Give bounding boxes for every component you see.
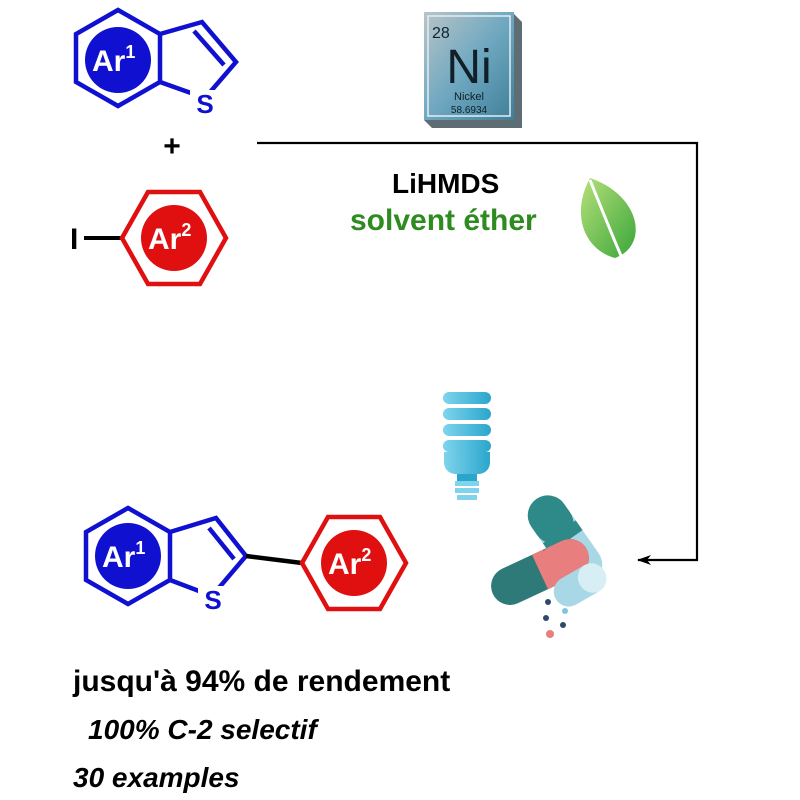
- product-ar1-label: Ar1: [102, 538, 145, 574]
- element-symbol: Ni: [446, 41, 491, 94]
- reagent-label: LiHMDS: [392, 168, 500, 199]
- examples-count-text: 30 examples: [73, 762, 240, 793]
- product-benzene-ring-ar2: [299, 514, 409, 612]
- nickel-element-tile: 28 Ni Nickel 58.6934: [424, 12, 522, 128]
- selectivity-text: 100% C-2 selectif: [88, 714, 317, 745]
- benzene-ring-ar2: [119, 189, 229, 287]
- product-sulfur-label: S: [204, 585, 221, 615]
- sulfur-label: S: [196, 89, 213, 119]
- ar2-circle: [141, 205, 207, 271]
- iodine-label: I: [70, 223, 78, 256]
- product-structure: Ar1 S Ar2: [83, 505, 409, 615]
- solvent-label: solvent éther: [350, 204, 537, 237]
- leaf-icon: [580, 178, 636, 259]
- atomic-mass: 58.6934: [451, 105, 488, 116]
- product-thiophene-double-bond: [207, 526, 236, 561]
- thiophene-double-bond: [192, 29, 226, 67]
- aryl-aryl-bond: [245, 553, 303, 566]
- element-name: Nickel: [454, 91, 484, 103]
- product-ar2-label: Ar2: [328, 545, 371, 581]
- ar1-label: Ar1: [92, 42, 135, 78]
- reactant-benzothiophene: Ar1 S: [73, 7, 239, 119]
- reaction-arrow: [257, 141, 699, 565]
- plus-sign: +: [163, 130, 181, 163]
- light-bulb-icon: [443, 392, 491, 500]
- product-ar2-circle: [321, 530, 387, 596]
- pills-icon: [491, 495, 607, 638]
- ar2-label: Ar2: [148, 220, 191, 256]
- product-ar1-circle: [95, 523, 161, 589]
- ar1-circle: [85, 27, 151, 93]
- yield-text: jusqu'à 94% de rendement: [73, 665, 451, 698]
- atomic-number: 28: [432, 25, 450, 42]
- reactant-aryl-iodide: I Ar2: [70, 189, 229, 287]
